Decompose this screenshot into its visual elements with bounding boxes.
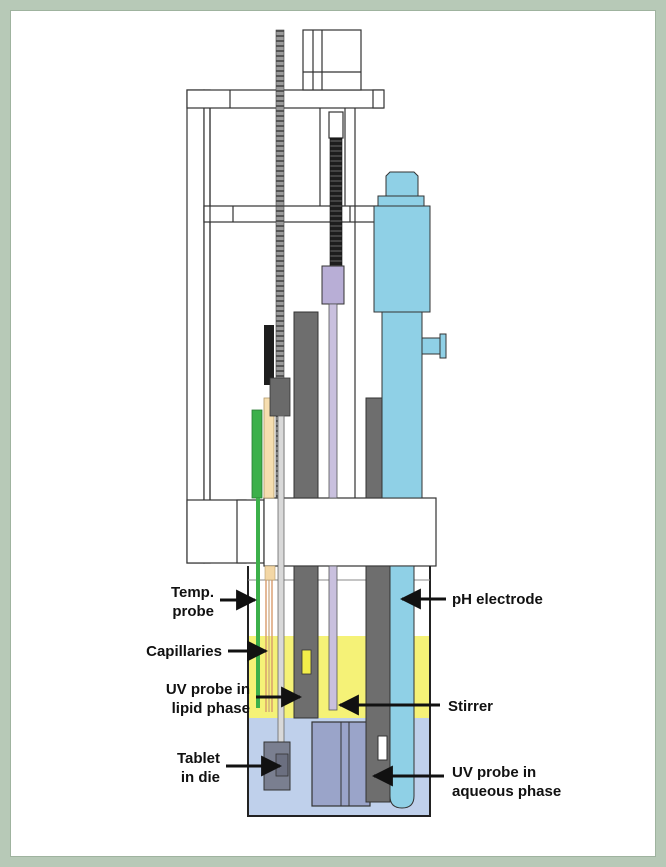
label-stirrer: Stirrer: [448, 698, 494, 715]
label-uv-probe-aqueous: UV probe in aqueous phase: [452, 764, 562, 800]
uv-probe-lipid: [293, 311, 319, 719]
label-tablet-in-die: Tablet in die: [176, 750, 220, 786]
stirrer: [311, 265, 371, 807]
support-frame: [186, 29, 385, 564]
stirrer-drive-screw: [329, 137, 343, 267]
capillaries: [263, 397, 276, 712]
die-holder-clamp: [264, 325, 274, 385]
die-holder-block: [269, 377, 291, 417]
label-capillaries: Capillaries: [146, 643, 222, 660]
temperature-probe: [251, 409, 263, 708]
vessel-lid: [186, 497, 437, 567]
label-uv-probe-lipid: UV probe in lipid phase: [165, 681, 250, 717]
label-ph-electrode: pH electrode: [452, 591, 543, 608]
ph-electrode: [373, 171, 447, 809]
label-temp-probe: Temp. probe: [170, 584, 214, 620]
